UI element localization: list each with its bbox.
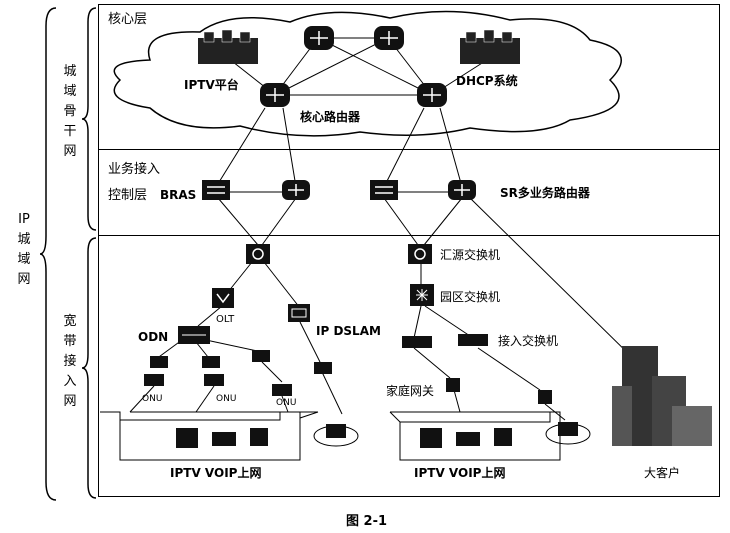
right-lan-box bbox=[399, 411, 561, 461]
core-router-c bbox=[260, 83, 290, 107]
home-gateway-device bbox=[446, 378, 460, 392]
core-layer-label: 核心层 bbox=[108, 12, 148, 27]
right-users-label: IPTV VOIP上网 bbox=[414, 466, 506, 480]
odn-splitter bbox=[178, 326, 210, 344]
splitter-3 bbox=[252, 350, 270, 362]
core-router-d bbox=[417, 83, 447, 107]
onu-label-2: ONU bbox=[216, 394, 237, 404]
core-cloud bbox=[113, 10, 622, 137]
splitter-4 bbox=[314, 362, 332, 374]
iptv-platform-servers bbox=[198, 29, 258, 64]
onu-device-1 bbox=[144, 374, 164, 386]
onu-device-2 bbox=[204, 374, 224, 386]
enterprise-building bbox=[612, 346, 712, 446]
left-pc-2 bbox=[250, 428, 268, 446]
ip-dslam-device bbox=[288, 304, 310, 322]
core-router-label: 核心路由器 bbox=[300, 110, 361, 124]
aggregation-switch-label: 汇源交换机 bbox=[440, 248, 501, 262]
enterprise-gateway-device bbox=[538, 390, 552, 404]
left-users-label: IPTV VOIP上网 bbox=[170, 466, 262, 480]
aggregation-switch-right bbox=[408, 244, 432, 264]
service-router-left bbox=[282, 180, 310, 200]
sr-router bbox=[448, 180, 476, 200]
left-voip-phone bbox=[313, 424, 359, 447]
olt-device bbox=[212, 288, 234, 308]
outer-brace bbox=[40, 7, 57, 501]
left-phone bbox=[212, 432, 236, 446]
ip-dslam-label: IP DSLAM bbox=[316, 324, 381, 338]
sr-label: SR多业务路由器 bbox=[500, 186, 590, 200]
bras-device bbox=[202, 180, 230, 200]
access-label: 宽 带 接 入 网 bbox=[63, 314, 77, 409]
aggregation-switch-left bbox=[246, 244, 270, 264]
onu-label-1: ONU bbox=[142, 394, 163, 404]
sr-device-left bbox=[370, 180, 398, 200]
onu-label-3: ONU bbox=[276, 398, 297, 408]
ip-metro-network-label: IP 城 域 网 bbox=[17, 212, 31, 287]
access-brace bbox=[82, 237, 97, 499]
onu-device-3 bbox=[272, 384, 292, 396]
olt-label: OLT bbox=[216, 314, 235, 325]
enterprise-label: 大客户 bbox=[644, 466, 681, 480]
dhcp-servers bbox=[460, 29, 520, 64]
home-gateway-label: 家庭网关 bbox=[386, 384, 435, 398]
access-layer-panel bbox=[98, 235, 720, 497]
splitter-2 bbox=[202, 356, 220, 368]
core-router-a bbox=[304, 26, 334, 50]
service-layer-label-1: 业务接入 bbox=[108, 162, 161, 177]
campus-switch bbox=[410, 284, 434, 306]
left-lan-box bbox=[119, 411, 301, 461]
left-pc-1 bbox=[176, 428, 198, 448]
dhcp-label: DHCP系统 bbox=[456, 74, 518, 88]
right-phone bbox=[456, 432, 480, 446]
campus-switch-label: 园区交换机 bbox=[440, 290, 501, 304]
backbone-brace bbox=[82, 7, 97, 231]
right-voip-phone bbox=[545, 422, 591, 445]
access-switch-left bbox=[402, 336, 432, 348]
iptv-platform-label: IPTV平台 bbox=[184, 78, 239, 92]
figure-caption: 图 2-1 bbox=[346, 514, 388, 529]
core-service-links bbox=[129, 107, 641, 421]
splitter-1 bbox=[150, 356, 168, 368]
right-pc-2 bbox=[494, 428, 512, 446]
bras-label: BRAS bbox=[160, 188, 197, 202]
access-switch-label: 接入交换机 bbox=[498, 334, 559, 348]
odn-label: ODN bbox=[138, 330, 169, 344]
core-router-b bbox=[374, 26, 404, 50]
right-pc-1 bbox=[420, 428, 442, 448]
access-switch-right bbox=[458, 334, 488, 346]
service-layer-label-2: 控制层 bbox=[108, 188, 148, 203]
backbone-label: 城 域 骨 干 网 bbox=[63, 64, 77, 159]
